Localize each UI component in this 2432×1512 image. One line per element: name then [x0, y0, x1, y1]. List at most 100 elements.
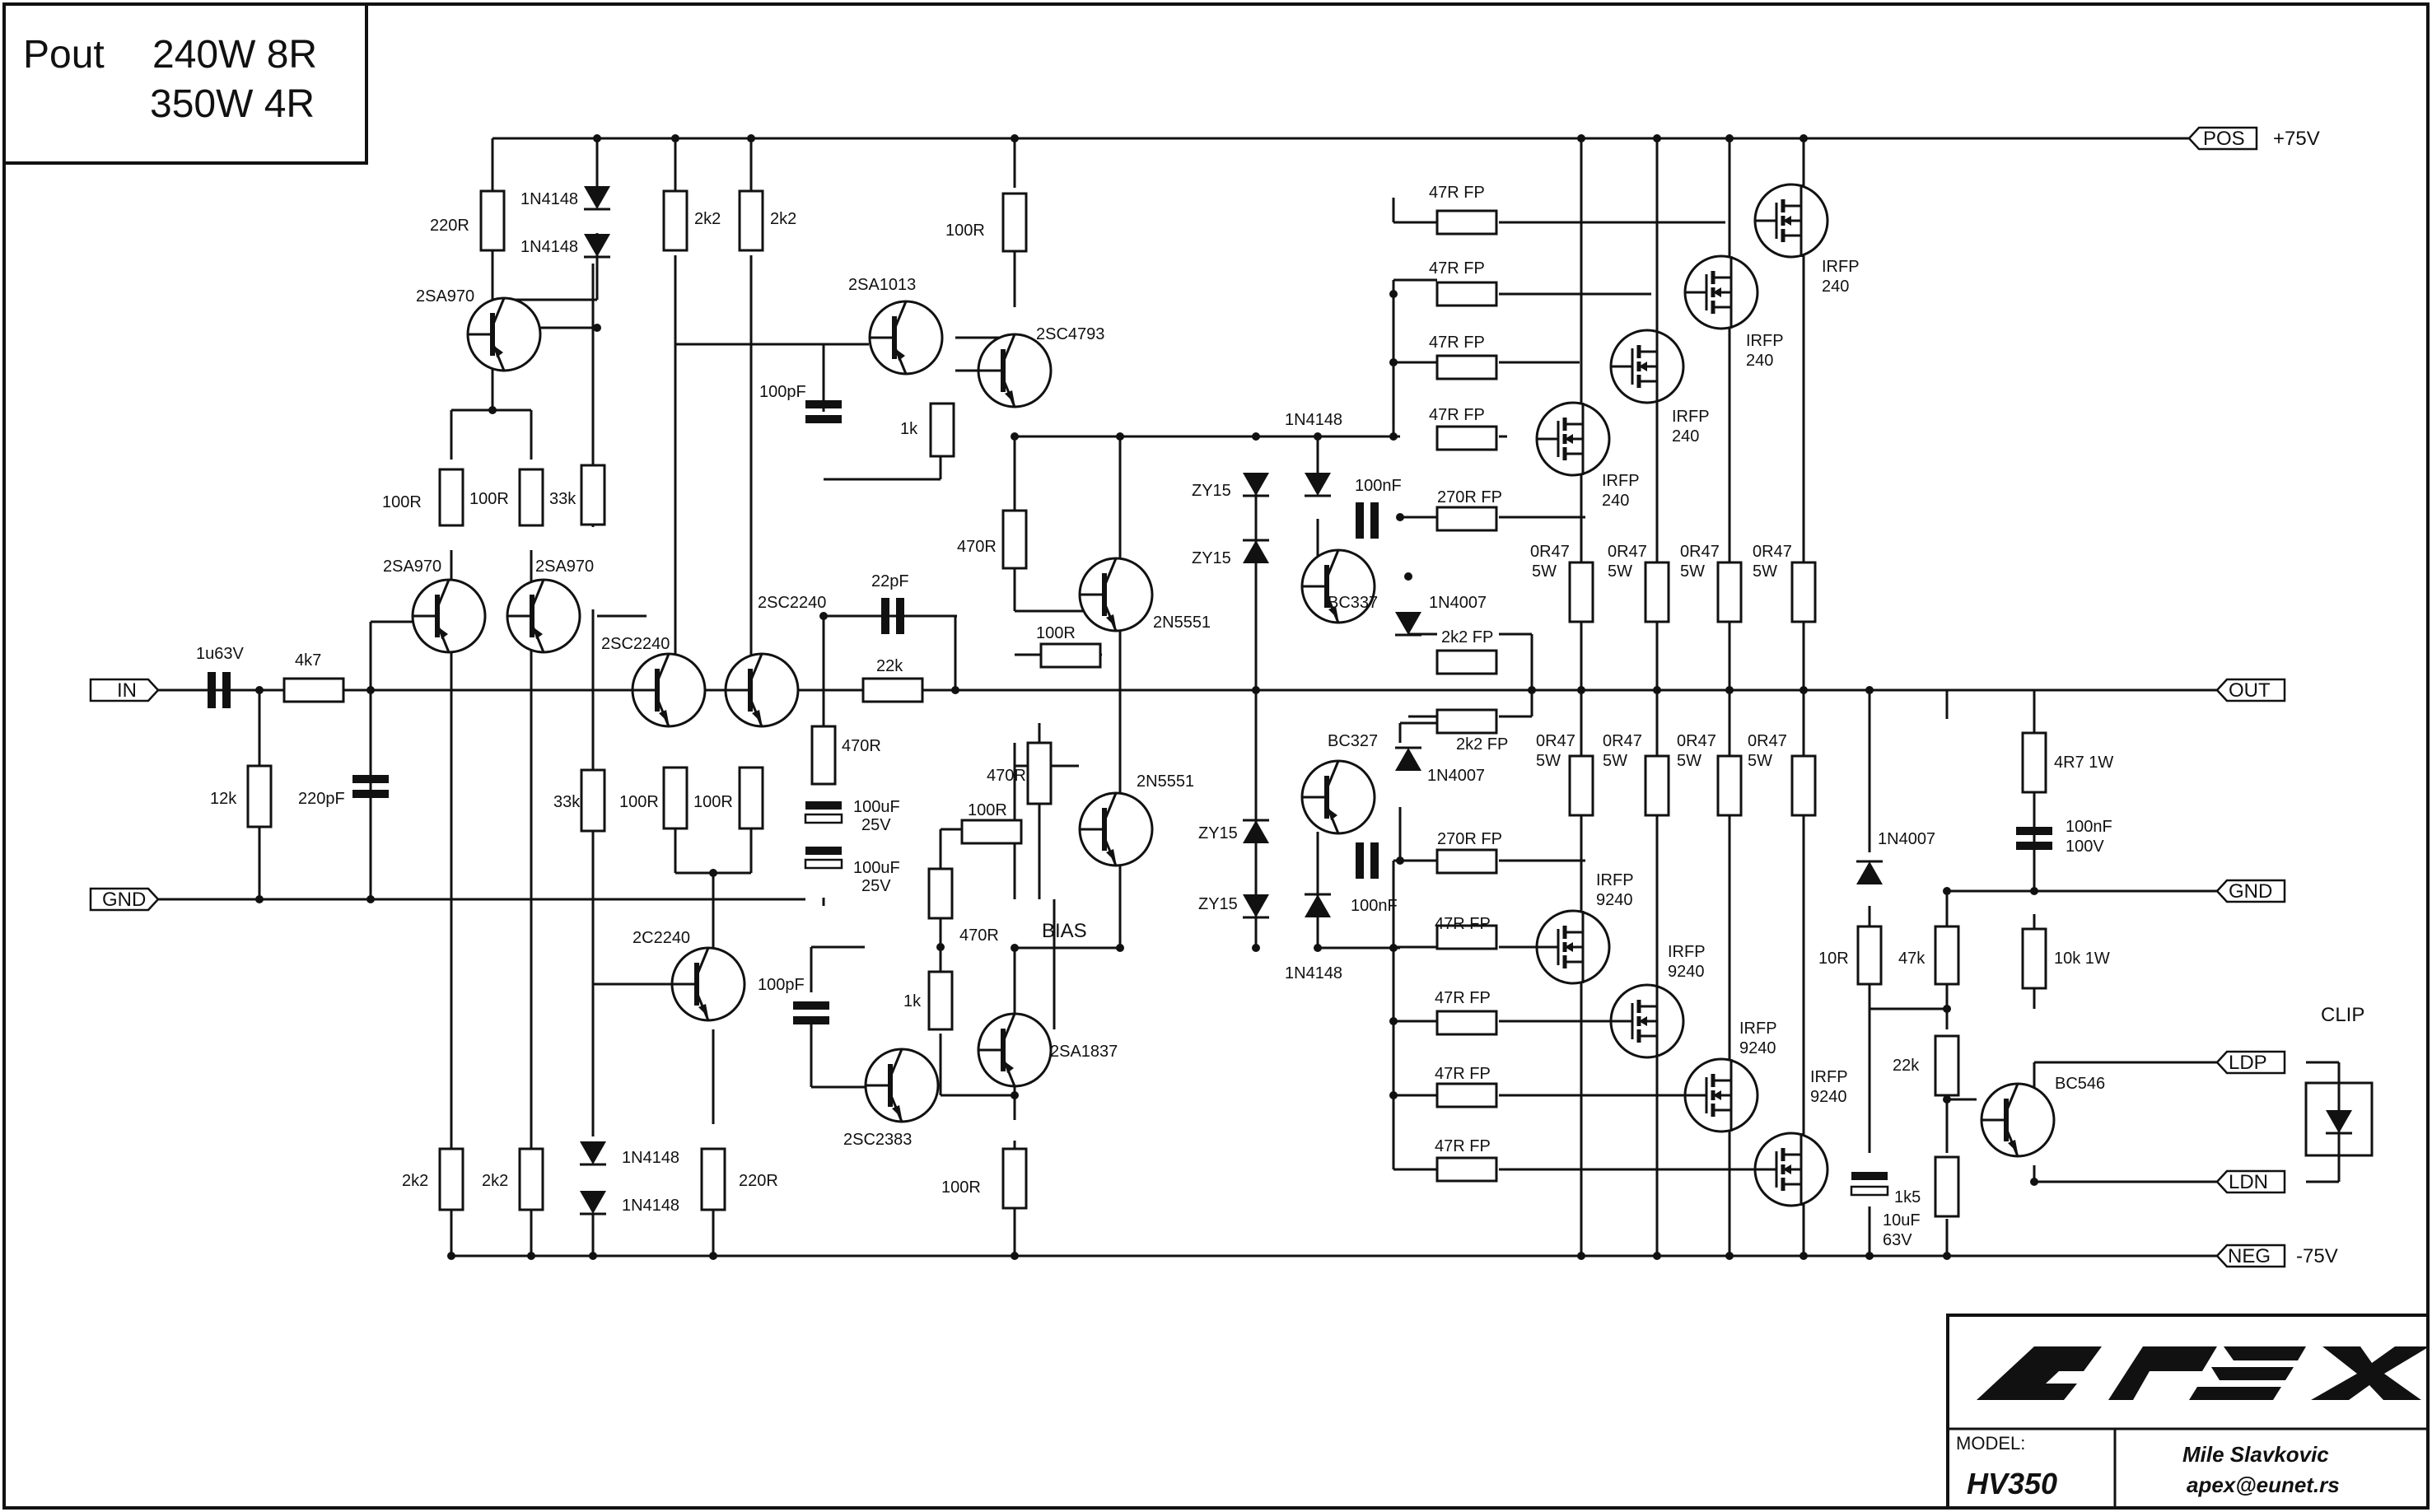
svg-text:100R: 100R [382, 493, 422, 511]
svg-text:5W: 5W [1608, 562, 1632, 581]
model-label: MODEL: [1956, 1433, 2025, 1454]
svg-text:1N4007: 1N4007 [1429, 594, 1487, 612]
svg-text:2N5551: 2N5551 [1153, 614, 1211, 632]
svg-text:47R FP: 47R FP [1435, 1137, 1491, 1155]
svg-text:4R7 1W: 4R7 1W [2054, 754, 2113, 772]
q-2sa1837 [978, 1014, 1051, 1086]
junctions [255, 134, 2038, 1260]
resistor-100r-vas [1001, 192, 1028, 253]
resistor-270r-top [1435, 506, 1498, 532]
resistor-100r-bl [662, 766, 689, 830]
svg-text:240: 240 [1822, 278, 1849, 296]
svg-text:22k: 22k [876, 657, 903, 675]
q-2sc4793 [978, 334, 1051, 407]
port-neg-voltage: -75V [2296, 1245, 2338, 1267]
svg-text:470R: 470R [842, 737, 881, 755]
svg-text:47R FP: 47R FP [1435, 989, 1491, 1007]
svg-text:270R FP: 270R FP [1437, 830, 1502, 848]
svg-text:100uF: 100uF [853, 798, 900, 816]
resistor-270r-bot [1435, 848, 1498, 875]
svg-text:22k: 22k [1893, 1057, 1920, 1075]
svg-text:2k2: 2k2 [482, 1172, 508, 1190]
q-2c2240 [672, 948, 745, 1020]
svg-text:9240: 9240 [1596, 891, 1633, 909]
diodes [578, 184, 2374, 1216]
resistor-100r-mid [1039, 642, 1102, 669]
svg-text:10R: 10R [1818, 950, 1849, 968]
svg-text:IRFP: IRFP [1596, 871, 1634, 889]
svg-text:470R: 470R [987, 767, 1026, 785]
q-bc546 [1982, 1084, 2054, 1156]
model-value: HV350 [1967, 1467, 2057, 1500]
svg-text:2k2: 2k2 [770, 210, 796, 228]
author-email: apex@eunet.rs [2187, 1472, 2340, 1497]
svg-text:2C2240: 2C2240 [633, 929, 690, 947]
resistor-1k5 [1934, 1155, 1960, 1218]
svg-text:IRFP: IRFP [1602, 472, 1640, 490]
svg-text:2k2 FP: 2k2 FP [1456, 735, 1508, 754]
resistor-100r-bot [1001, 1147, 1028, 1210]
q-2sc2240-l [633, 654, 705, 726]
svg-text:1N4007: 1N4007 [1427, 767, 1485, 785]
power-8r: 240W 8R [152, 33, 317, 77]
svg-text:25V: 25V [861, 877, 891, 895]
svg-text:2SC2240: 2SC2240 [601, 635, 670, 653]
power-label: Pout [23, 33, 105, 77]
resistor-0r47-7 [1716, 754, 1743, 817]
svg-text:2SA1013: 2SA1013 [848, 276, 916, 294]
svg-text:2SA1837: 2SA1837 [1050, 1043, 1118, 1061]
port-in: IN [117, 679, 137, 702]
port-ldp: LDP [2229, 1052, 2267, 1074]
resistor-2k2fp-top [1435, 649, 1498, 675]
svg-text:0R47: 0R47 [1753, 543, 1792, 561]
svg-text:IRFP: IRFP [1672, 408, 1710, 426]
svg-text:100R: 100R [469, 490, 509, 508]
svg-text:100R: 100R [945, 222, 985, 240]
port-out: OUT [2229, 679, 2271, 702]
svg-text:1N4148: 1N4148 [622, 1149, 679, 1167]
port-pos-voltage: +75V [2273, 128, 2320, 150]
svg-text:100R: 100R [693, 793, 733, 811]
capacitors [208, 400, 2052, 1197]
svg-text:47R FP: 47R FP [1429, 184, 1485, 202]
svg-text:2k2: 2k2 [402, 1172, 428, 1190]
svg-text:100nF: 100nF [1355, 477, 1402, 495]
resistor-1k-bot [927, 970, 954, 1031]
svg-text:2SC2383: 2SC2383 [843, 1131, 912, 1149]
svg-text:270R FP: 270R FP [1437, 488, 1502, 506]
mosfet-irfp9240-2 [1611, 985, 1683, 1057]
svg-text:10k 1W: 10k 1W [2054, 950, 2110, 968]
bias-label: BIAS [1042, 920, 1087, 942]
svg-text:1N4148: 1N4148 [1285, 964, 1342, 982]
svg-text:2SA970: 2SA970 [383, 558, 441, 576]
svg-text:5W: 5W [1536, 752, 1561, 770]
mosfet-irfp240-1 [1755, 184, 1828, 257]
svg-text:2SC2240: 2SC2240 [758, 594, 826, 612]
svg-text:1k: 1k [903, 992, 922, 1010]
svg-text:1k: 1k [900, 420, 918, 438]
svg-text:47R FP: 47R FP [1429, 406, 1485, 424]
resistor-2k2fp-bot [1435, 708, 1498, 735]
svg-text:9240: 9240 [1668, 963, 1705, 981]
resistor-470r-top [1001, 509, 1028, 570]
resistor-470r-fb [810, 725, 837, 786]
svg-text:ZY15: ZY15 [1192, 482, 1231, 500]
resistor-0r47-2 [1644, 561, 1670, 623]
port-pos: POS [2203, 128, 2245, 150]
svg-text:2SA970: 2SA970 [416, 287, 474, 306]
svg-text:100R: 100R [941, 1178, 981, 1197]
resistor-100r-l [438, 468, 464, 527]
resistor-12k [246, 764, 273, 828]
mosfet-irfp240-2 [1685, 256, 1757, 329]
resistor-10k-1w [2021, 927, 2047, 990]
svg-text:100V: 100V [2066, 838, 2104, 856]
transistors [413, 184, 2054, 1206]
svg-text:22pF: 22pF [871, 572, 909, 590]
q-2n5551-top [1080, 558, 1152, 631]
svg-text:5W: 5W [1677, 752, 1701, 770]
resistor-0r47-8 [1790, 754, 1817, 817]
svg-text:25V: 25V [861, 816, 891, 834]
svg-text:47R FP: 47R FP [1429, 334, 1485, 352]
resistor-2k2-a [662, 189, 689, 252]
